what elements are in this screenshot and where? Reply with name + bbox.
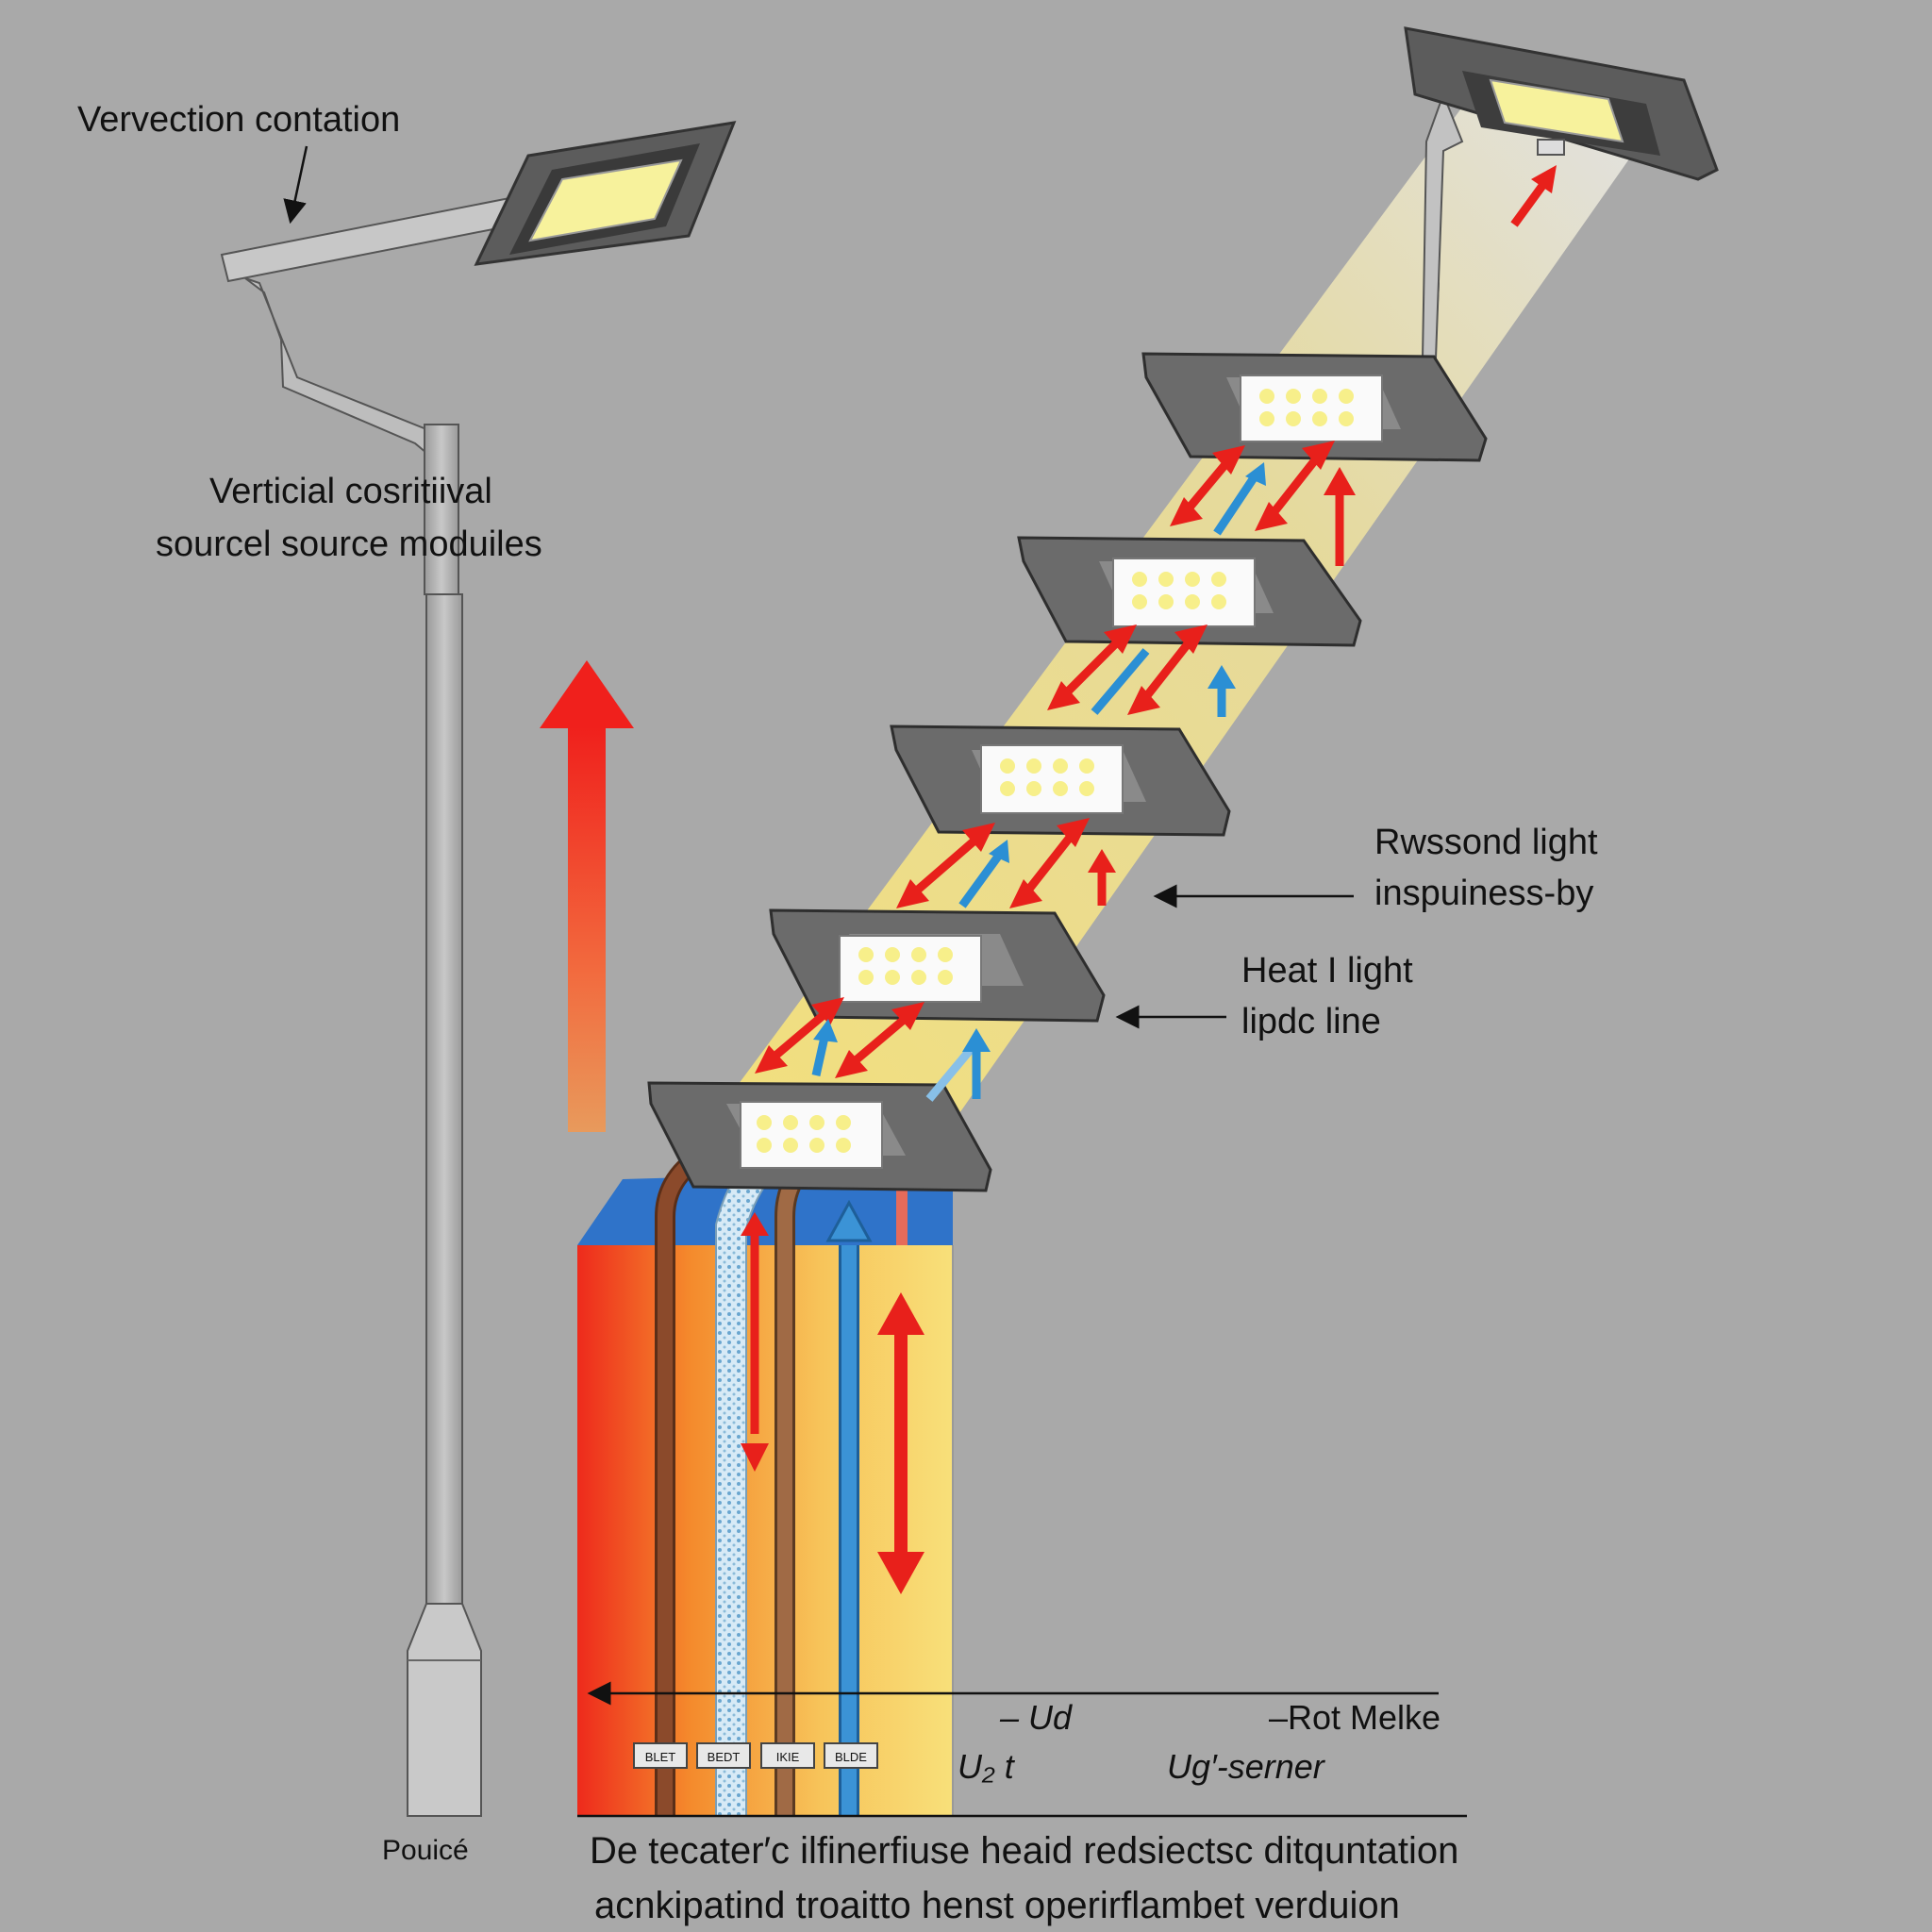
caption-line2: acnkipatind troaitto henst operirflambet… (594, 1885, 1400, 1926)
led-module (1017, 536, 1362, 647)
label-ug-serner: Ug′-serner (1167, 1747, 1324, 1786)
label-u2t: U₂ t (958, 1747, 1014, 1786)
caption-line1: De tecater′c ilfinerfiuse heaid redsiect… (590, 1830, 1459, 1872)
connector-label: BLET (645, 1750, 676, 1764)
led-module (1141, 352, 1488, 462)
pointer-lines (283, 145, 1467, 1818)
label-u-d: – Ud (1000, 1698, 1073, 1737)
label-right-a-line2: inspuiness-by (1374, 874, 1594, 913)
label-right-b-line1: Heat I light (1241, 951, 1413, 991)
connectors: BLET BEDT IKIE BLDE (633, 1742, 878, 1769)
street-lamp-top (1404, 26, 1719, 378)
label-right-a-line1: Rwssond light (1374, 823, 1598, 862)
label-rot-melke: –Rot Melke (1269, 1698, 1441, 1737)
label-top-left: Vervection contation (77, 100, 401, 140)
connector-label: IKIE (776, 1750, 800, 1764)
label-right-b-line2: lipdc line (1241, 1002, 1381, 1041)
connector-label: BLDE (835, 1750, 867, 1764)
label-pole-line1: Verticial cosritiival (209, 472, 492, 511)
label-pole-base: Pouicé (382, 1835, 469, 1866)
connector-label: BEDT (708, 1750, 741, 1764)
flow-arrows (755, 441, 1356, 1102)
led-module (647, 1081, 992, 1192)
street-lamp-left (220, 121, 737, 1817)
double-arrow-base (877, 1292, 924, 1594)
arrow-top (1510, 165, 1557, 227)
heat-rise-arrow (540, 660, 634, 1132)
led-module (890, 724, 1231, 837)
led-module (769, 908, 1106, 1023)
label-pole-line2: sourcel source moduiles (156, 525, 542, 564)
